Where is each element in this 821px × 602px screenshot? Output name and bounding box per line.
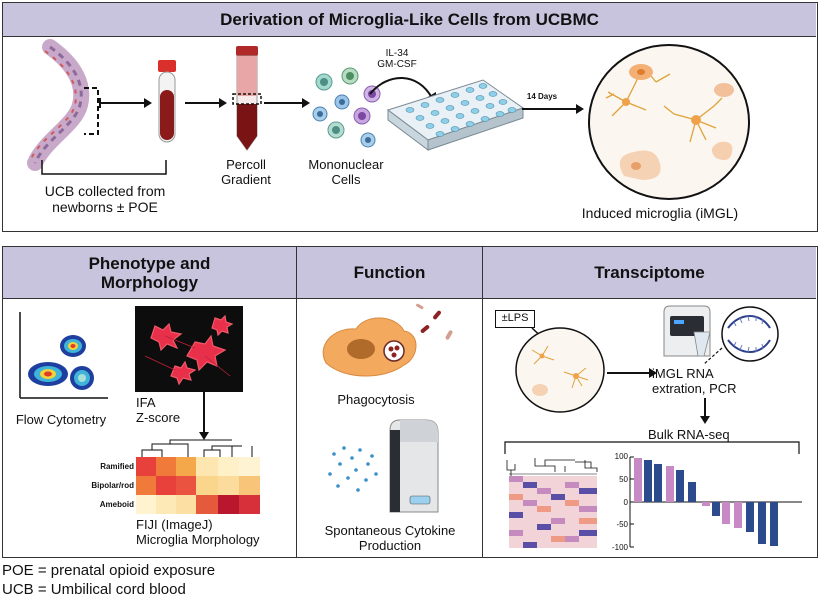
row-label-ameboid: Ameboid [99,500,134,509]
function-title: Function [353,262,426,282]
arrow-to-heatmap [199,392,209,440]
bulk-label: Bulk RNA-seq [648,427,730,442]
well-plate-icon [386,79,525,151]
cytokine-label-2: Production [358,538,422,553]
umbilical-cord-icon [27,39,90,171]
percoll-label-1: Percoll [226,157,266,172]
morphology-heatmap [136,457,260,514]
rna-label-2: extration, PCR [652,381,737,396]
cytokine-label-1: Spontaneous Cytokine [324,523,456,538]
dna-magnify-icon [703,306,779,365]
phenotype-header: Phenotype and Morphology [3,247,296,299]
row-label-ramified: Ramified [100,462,134,471]
days-label: 14 Days [526,92,558,101]
rna-label-1: iMGL RNA [652,366,714,381]
arrow-to-bulk [700,398,710,424]
ytick-neg50: -50 [616,520,628,529]
transcriptome-title: Transciptome [594,262,705,282]
flow-label: Flow Cytometry [15,412,107,427]
blood-tube-icon [158,60,176,143]
imgl-culture-icon [588,44,750,200]
fiji-label-1: FIJI (ImageJ) [136,517,213,532]
derivation-header: Derivation of Microglia-Like Cells from … [3,3,816,37]
percoll-label-2: Gradient [221,172,271,187]
il34-label: IL-34 [385,48,409,59]
arrow-to-imgl [522,104,584,114]
ytick-100: 100 [614,452,628,461]
sequencer-icon [663,305,711,357]
ucb-label-1: UCB collected from [44,183,166,199]
lps-badge: ±LPS [495,310,535,328]
footnote-poe: POE = prenatal opioid exposure [2,562,216,579]
morphology-dendrogram [141,439,253,458]
bulk-bracket [504,441,800,454]
collection-bracket [84,87,99,135]
mononuclear-label-2: Cells [331,172,361,187]
ytick-50: 50 [619,475,628,484]
arrow-to-sequencer [607,368,657,378]
lps-label: ±LPS [501,312,529,324]
phenotype-title-2: Morphology [100,272,199,292]
ifa-label-2: Z-score [136,410,181,425]
ytick-0: 0 [623,498,628,507]
derivation-title: Derivation of Microglia-Like Cells from … [220,9,599,29]
imgl-label: Induced microglia (iMGL) [581,205,739,221]
mononuclear-cells-icon [312,67,381,148]
ucb-label-2: newborns ± POE [52,199,158,215]
ifa-image [135,306,243,392]
lps-culture-icon [515,327,605,413]
fiji-label-2: Microglia Morphology [136,532,260,547]
phagocytosis-icon [322,303,453,377]
arrow-to-tube [99,98,152,108]
arrow-to-percoll [185,98,227,108]
ytick-neg100: -100 [611,543,628,552]
gmcsf-label: GM-CSF [377,59,417,70]
flow-cytometry-plot [19,312,108,399]
phagocytosis-label: Phagocytosis [337,392,415,407]
ifa-label-1: IFA [136,395,156,410]
footnote-ucb: UCB = Umbilical cord blood [2,581,186,598]
cytokine-analyzer-icon [328,419,439,513]
row-label-bipolar: Bipolar/rod [91,481,134,490]
function-header: Function [297,247,482,299]
rnaseq-bar-chart [629,456,802,548]
phenotype-title-1: Phenotype and [88,253,211,273]
percoll-tube-icon [232,46,262,151]
transcriptome-header: Transciptome [483,247,816,299]
mononuclear-label-1: Mononuclear [308,157,384,172]
ucb-bracket [41,160,167,175]
rnaseq-heatmap [506,458,598,548]
arrow-to-mononuclear [264,98,310,108]
